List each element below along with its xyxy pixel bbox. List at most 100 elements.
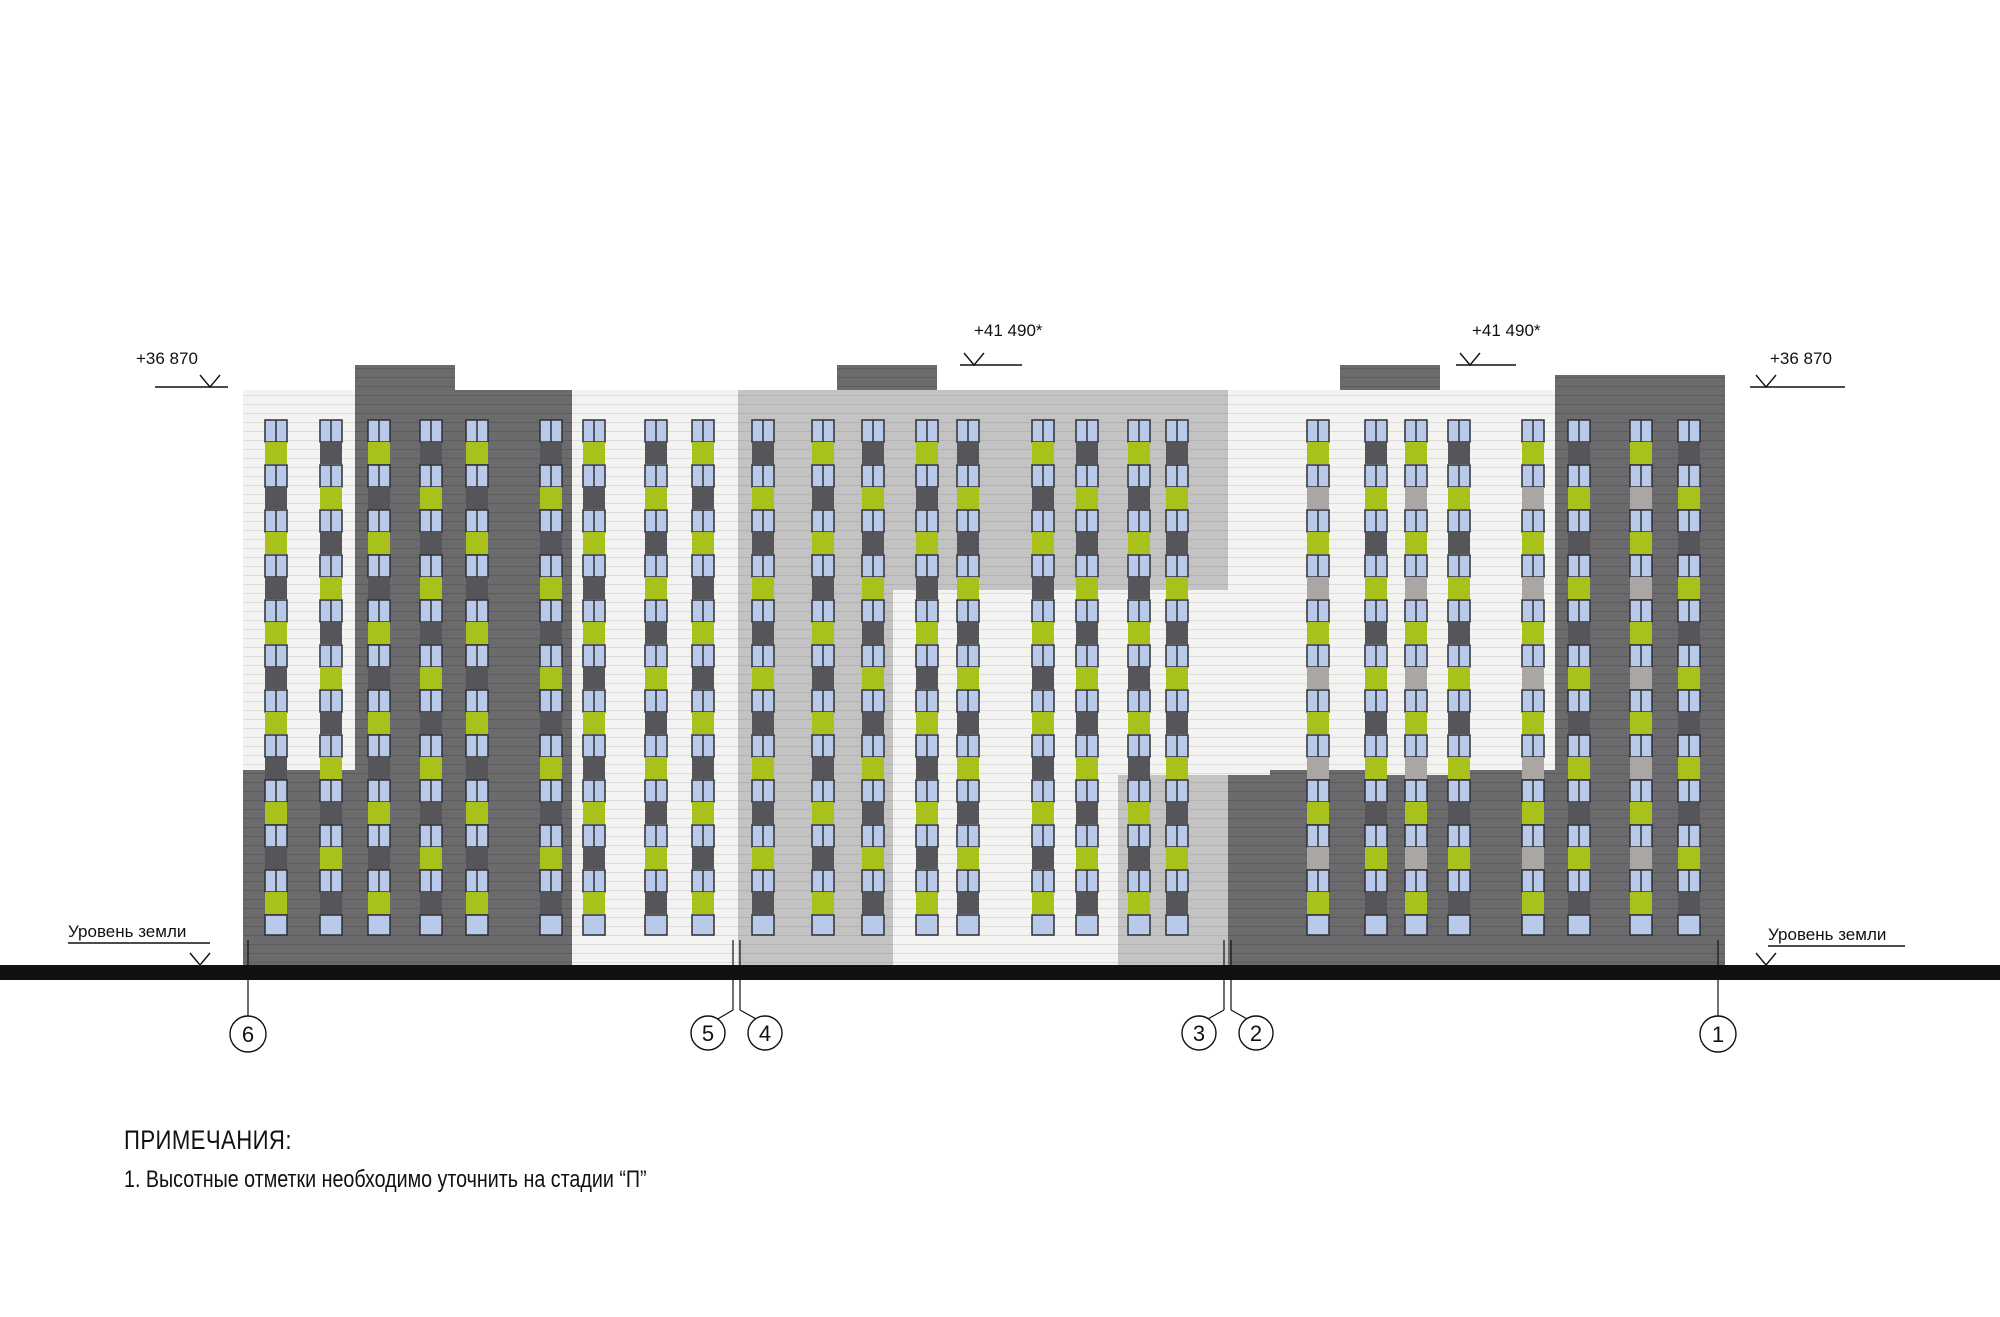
balcony-panel <box>1678 442 1700 464</box>
balcony-panel <box>692 847 714 869</box>
ground-line <box>0 965 2000 980</box>
window <box>1567 914 1591 936</box>
window <box>1165 914 1189 936</box>
balcony-panel <box>1630 442 1652 464</box>
elevation-marker-right-roof: +41 490* <box>1456 321 1541 367</box>
balcony-panel <box>916 577 938 599</box>
balcony-panel <box>320 487 342 509</box>
balcony-panel <box>1076 532 1098 554</box>
balcony-panel <box>1166 892 1188 914</box>
balcony-panel <box>1128 442 1150 464</box>
balcony-panel <box>812 532 834 554</box>
balcony-panel <box>1365 622 1387 644</box>
balcony-panel <box>265 847 287 869</box>
balcony-panel <box>1032 712 1054 734</box>
balcony-panel <box>645 847 667 869</box>
balcony-panel <box>1032 577 1054 599</box>
elevation-marker-right: +36 870 <box>1750 349 1845 389</box>
balcony-panel <box>320 532 342 554</box>
window <box>1447 914 1471 936</box>
balcony-panel <box>320 667 342 689</box>
balcony-panel <box>862 892 884 914</box>
balcony-panel <box>916 712 938 734</box>
balcony-panel <box>1128 892 1150 914</box>
balcony-panel <box>957 802 979 824</box>
balcony-panel <box>1076 577 1098 599</box>
balcony-panel <box>1032 757 1054 779</box>
balcony-panel <box>540 487 562 509</box>
balcony-panel <box>540 847 562 869</box>
balcony-panel <box>368 757 390 779</box>
balcony-panel <box>1405 757 1427 779</box>
balcony-panel <box>1448 802 1470 824</box>
balcony-panel <box>1448 577 1470 599</box>
balcony-panel <box>540 757 562 779</box>
balcony-panel <box>1307 667 1329 689</box>
balcony-panel <box>583 847 605 869</box>
balcony-panel <box>265 802 287 824</box>
balcony-panel <box>1448 487 1470 509</box>
balcony-panel <box>540 577 562 599</box>
balcony-panel <box>1630 622 1652 644</box>
ground-marker-left: Уровень земли <box>68 922 211 967</box>
balcony-panel <box>1630 532 1652 554</box>
balcony-panel <box>645 667 667 689</box>
balcony-panel <box>812 847 834 869</box>
balcony-panel <box>1630 577 1652 599</box>
balcony-panel <box>862 577 884 599</box>
balcony-panel <box>540 802 562 824</box>
window <box>1404 914 1428 936</box>
window-grid <box>264 419 1701 936</box>
ground-label-right: Уровень земли <box>1768 925 1886 944</box>
balcony-panel <box>1365 802 1387 824</box>
balcony-panel <box>1307 577 1329 599</box>
balcony-panel <box>1568 487 1590 509</box>
balcony-panel <box>1307 892 1329 914</box>
balcony-panel <box>752 667 774 689</box>
balcony-panel <box>1128 802 1150 824</box>
balcony-panel <box>1365 847 1387 869</box>
axis-label: 5 <box>702 1021 714 1046</box>
balcony-panel <box>1630 757 1652 779</box>
window <box>956 914 980 936</box>
roof-box-center <box>837 365 937 390</box>
window <box>582 914 606 936</box>
window <box>1521 914 1545 936</box>
elevation-label-center: +41 490* <box>974 321 1043 340</box>
balcony-panel <box>812 487 834 509</box>
balcony-panel <box>812 622 834 644</box>
balcony-panel <box>265 892 287 914</box>
balcony-panel <box>540 892 562 914</box>
balcony-panel <box>752 442 774 464</box>
window <box>1364 914 1388 936</box>
balcony-panel <box>1032 892 1054 914</box>
balcony-panel <box>368 622 390 644</box>
balcony-panel <box>420 577 442 599</box>
balcony-panel <box>1630 487 1652 509</box>
balcony-panel <box>862 667 884 689</box>
balcony-panel <box>583 892 605 914</box>
balcony-panel <box>1076 667 1098 689</box>
balcony-panel <box>1678 487 1700 509</box>
balcony-panel <box>645 622 667 644</box>
balcony-panel <box>1365 757 1387 779</box>
balcony-panel <box>645 577 667 599</box>
balcony-panel <box>466 532 488 554</box>
balcony-panel <box>862 757 884 779</box>
balcony-panel <box>420 442 442 464</box>
balcony-panel <box>1448 757 1470 779</box>
balcony-panel <box>265 577 287 599</box>
balcony-panel <box>466 712 488 734</box>
notes-block: ПРИМЕЧАНИЯ: 1. Высотные отметки необходи… <box>124 1125 761 1194</box>
balcony-panel <box>1032 442 1054 464</box>
balcony-panel <box>1405 622 1427 644</box>
balcony-panel <box>1522 802 1544 824</box>
balcony-panel <box>1032 532 1054 554</box>
balcony-panel <box>957 667 979 689</box>
balcony-panel <box>265 442 287 464</box>
balcony-panel <box>320 892 342 914</box>
balcony-panel <box>957 712 979 734</box>
balcony-panel <box>1166 577 1188 599</box>
axis-markers: 6 5 4 3 2 1 <box>229 940 1737 1053</box>
